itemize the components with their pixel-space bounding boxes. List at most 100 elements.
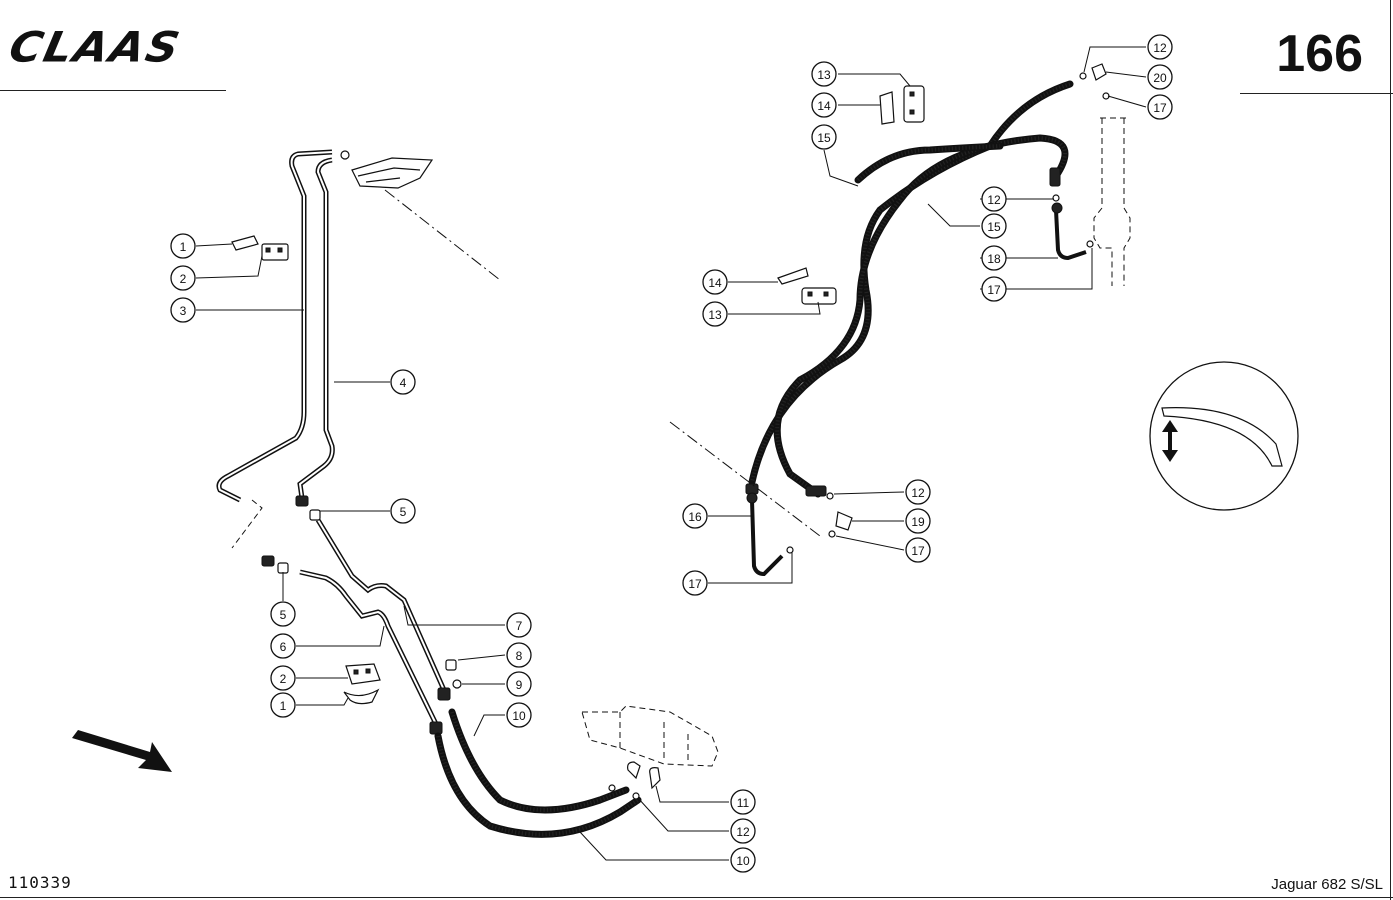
rigid-pipe-6-bore — [299, 571, 437, 725]
pipe-18-nut — [1051, 202, 1063, 214]
callout-16: 16 — [682, 503, 708, 529]
callout-5-lower: 5 — [270, 601, 296, 627]
clamp-2-upper — [261, 243, 289, 261]
fitting-pipe-7-end — [437, 687, 451, 701]
callout-10-lower: 10 — [730, 847, 756, 873]
callout-17-bottom: 17 — [682, 570, 708, 596]
rigid-pipe-3-bore — [218, 151, 333, 501]
rigid-pipe-16 — [750, 499, 784, 577]
double-arrow-icon — [1162, 420, 1178, 462]
callout-14-upper: 14 — [811, 92, 837, 118]
header-rule-right — [1240, 93, 1393, 94]
svg-text:16: 16 — [688, 510, 702, 524]
page-number: 166 — [1276, 25, 1363, 83]
break-line — [231, 499, 263, 549]
svg-text:20: 20 — [1153, 71, 1167, 85]
callout-12-valve: 12 — [730, 818, 756, 844]
seal-ring-12-top — [1079, 72, 1087, 80]
seal-ring-9 — [452, 679, 462, 689]
clamp-14-lower — [777, 267, 809, 285]
svg-text:14: 14 — [817, 99, 831, 113]
frame-right-edge — [1390, 0, 1391, 900]
elbow-11-b — [649, 767, 661, 790]
svg-text:15: 15 — [987, 220, 1001, 234]
callout-12-mid: 12 — [981, 186, 1007, 212]
callout-4: 4 — [390, 369, 416, 395]
svg-text:8: 8 — [516, 649, 523, 663]
rigid-pipe-18 — [1054, 209, 1087, 261]
clamp-14-upper — [879, 91, 895, 125]
svg-text:5: 5 — [400, 505, 407, 519]
callout-14-lower: 14 — [702, 269, 728, 295]
seal-ring-12-a — [608, 784, 616, 792]
elbow-19 — [835, 511, 853, 531]
svg-text:19: 19 — [911, 515, 925, 529]
callout-17-low: 17 — [905, 537, 931, 563]
svg-text:10: 10 — [512, 709, 526, 723]
seal-ring-12-low — [826, 492, 834, 500]
rigid-pipe-7-bore — [317, 519, 445, 691]
hose-15-end-fitting — [1049, 167, 1061, 187]
rigid-pipe-7 — [315, 518, 447, 692]
detail-circle — [1149, 361, 1299, 511]
seal-ring-17-lower — [828, 530, 836, 538]
callout-17-mid: 17 — [981, 276, 1007, 302]
union-5-lower — [277, 562, 289, 574]
header-rule-left — [0, 90, 226, 91]
callout-15-right: 15 — [981, 213, 1007, 239]
seal-ring-12-b — [632, 792, 640, 800]
rigid-pipe-3 — [216, 149, 333, 503]
svg-text:15: 15 — [817, 131, 831, 145]
hose-15-a — [748, 80, 1074, 486]
union-8 — [445, 659, 457, 671]
svg-text:12: 12 — [987, 193, 1001, 207]
callout-13-lower: 13 — [702, 301, 728, 327]
callout-1-lower: 1 — [270, 692, 296, 718]
svg-text:12: 12 — [736, 825, 750, 839]
svg-text:3: 3 — [180, 304, 187, 318]
callout-7: 7 — [506, 612, 532, 638]
leader-lines — [195, 46, 1147, 861]
fitting-pipe-6-end — [429, 721, 443, 735]
drawing-number: 110339 — [8, 873, 72, 892]
callout-13-upper: 13 — [811, 61, 837, 87]
svg-text:18: 18 — [987, 252, 1001, 266]
hose-15-lower-fitting — [805, 485, 827, 497]
svg-text:11: 11 — [737, 796, 750, 810]
rigid-pipe-4-bore — [298, 159, 334, 499]
clamp-13-upper — [903, 85, 925, 123]
svg-text:5: 5 — [280, 608, 287, 622]
clamp-1-lower — [343, 688, 380, 705]
fitting-pipe-4-end — [295, 495, 309, 507]
seal-ring-17-low — [786, 546, 794, 554]
arrow-icon — [72, 730, 172, 772]
elbow-20 — [1091, 63, 1107, 81]
callout-1-upper: 1 — [170, 233, 196, 259]
callout-8: 8 — [506, 642, 532, 668]
callout-6: 6 — [270, 633, 296, 659]
svg-text:17: 17 — [688, 577, 702, 591]
svg-text:13: 13 — [817, 68, 831, 82]
svg-text:10: 10 — [736, 854, 750, 868]
valve-block-top — [340, 150, 434, 189]
callout-17-top: 17 — [1147, 94, 1173, 120]
svg-text:2: 2 — [280, 672, 287, 686]
svg-text:17: 17 — [911, 544, 925, 558]
callout-5-upper: 5 — [390, 498, 416, 524]
callout-15-left: 15 — [811, 124, 837, 150]
machine-model: Jaguar 682 S/SL — [1271, 876, 1383, 893]
callout-12-top: 12 — [1147, 34, 1173, 60]
axis-line-right — [669, 421, 821, 537]
callout-3: 3 — [170, 297, 196, 323]
union-5-upper — [309, 509, 321, 521]
frame-bottom-edge — [0, 897, 1393, 898]
pipe-16-nut — [746, 492, 758, 504]
clamp-1-upper — [231, 235, 259, 251]
svg-text:1: 1 — [180, 240, 187, 254]
svg-text:12: 12 — [1153, 41, 1167, 55]
hydraulic-cylinder — [1093, 117, 1131, 286]
fitting-lower-left — [261, 555, 275, 567]
seal-ring-12-mid — [1052, 194, 1060, 202]
svg-text:12: 12 — [911, 486, 925, 500]
